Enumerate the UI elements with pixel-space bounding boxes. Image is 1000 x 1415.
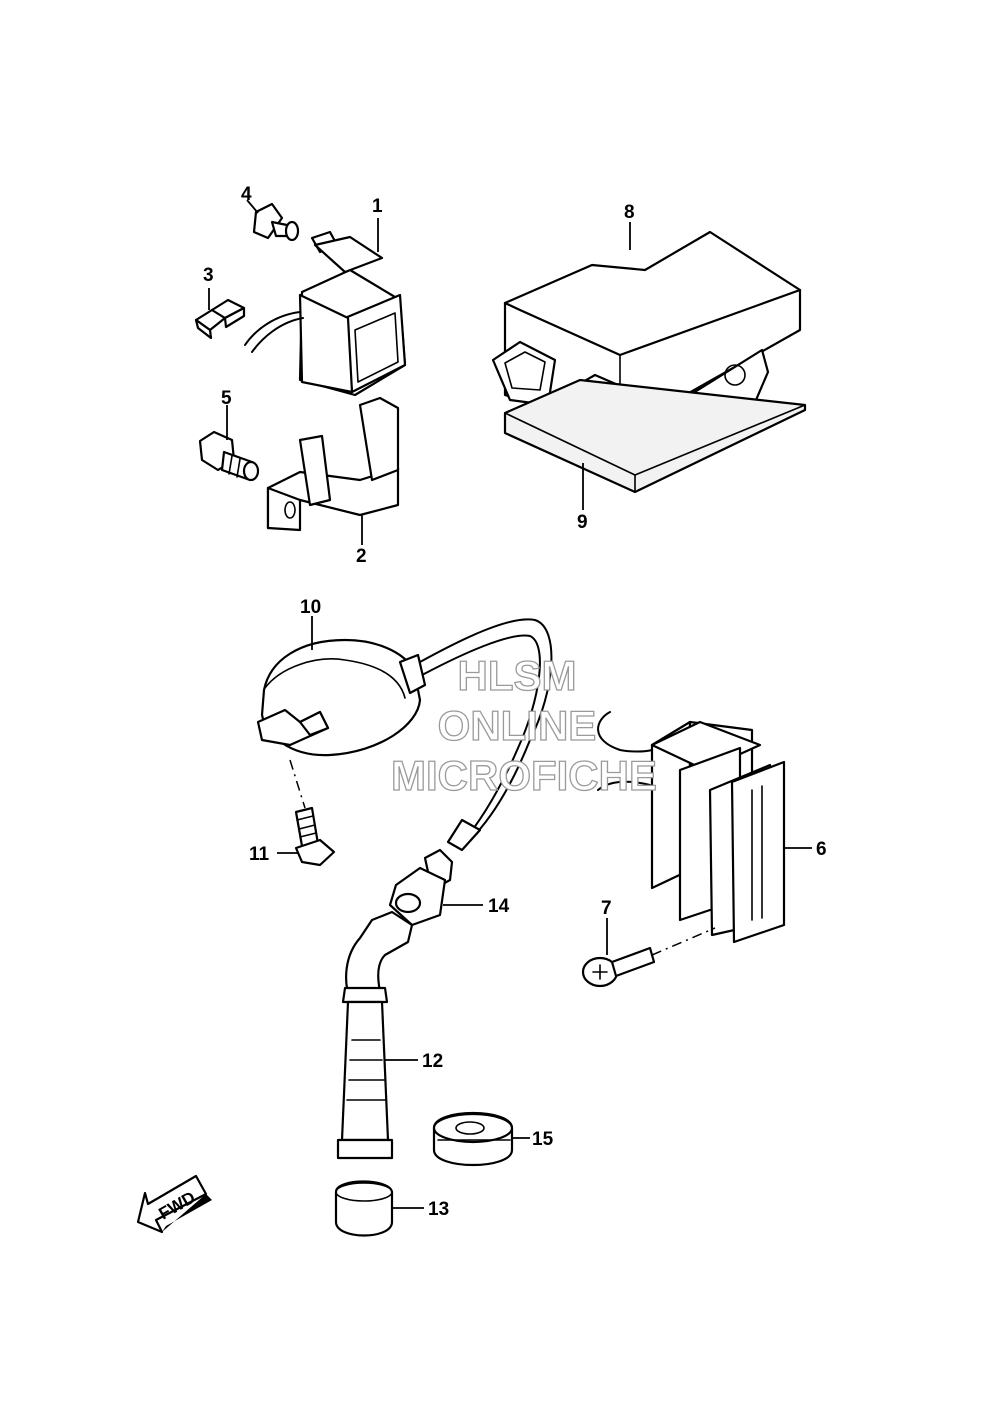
callout-13: 13 xyxy=(428,1199,449,1220)
watermark-line-3: MICROFICHE xyxy=(391,752,657,799)
part-6-regulator[interactable] xyxy=(597,711,786,944)
callout-2: 2 xyxy=(356,546,367,567)
part-13-cap[interactable] xyxy=(334,1180,394,1237)
callout-14: 14 xyxy=(488,896,510,917)
callout-11: 11 xyxy=(249,844,270,865)
part-15-grommet[interactable] xyxy=(432,1112,514,1166)
part-14-cap[interactable] xyxy=(388,848,454,927)
part-3-clip[interactable] xyxy=(194,298,246,340)
callout-8: 8 xyxy=(624,202,635,223)
part-4-bolt[interactable] xyxy=(252,202,300,242)
callout-1: 1 xyxy=(372,196,383,217)
assembly-line-11 xyxy=(289,759,306,809)
callout-9: 9 xyxy=(577,512,588,533)
callout-6: 6 xyxy=(816,839,827,860)
watermark-line-1: HLSM xyxy=(458,652,577,699)
callout-group: 1 2 3 4 5 6 7 8 9 10 11 12 13 14 15 xyxy=(203,184,827,1220)
callout-15: 15 xyxy=(532,1129,554,1150)
part-12-plug-cap[interactable] xyxy=(336,910,414,1160)
part-5-bolt[interactable] xyxy=(198,430,260,482)
callout-12: 12 xyxy=(422,1051,443,1072)
part-1-relay[interactable] xyxy=(244,230,407,397)
part-2-bracket[interactable] xyxy=(266,396,400,532)
forward-arrow-icon: FWD xyxy=(136,1174,212,1234)
callout-7: 7 xyxy=(601,898,612,919)
watermark: HLSM ONLINE MICROFICHE xyxy=(390,651,657,799)
part-7-screw[interactable] xyxy=(581,946,656,988)
callout-4: 4 xyxy=(241,184,252,205)
callout-10: 10 xyxy=(300,597,321,618)
callout-5: 5 xyxy=(221,388,232,409)
assembly-line-7 xyxy=(651,927,716,956)
callout-3: 3 xyxy=(203,265,214,286)
watermark-line-2: ONLINE xyxy=(438,702,597,749)
part-9-pad[interactable] xyxy=(503,378,807,494)
part-11-bolt[interactable] xyxy=(294,806,336,867)
part-10-ignition-coil[interactable] xyxy=(256,618,553,852)
